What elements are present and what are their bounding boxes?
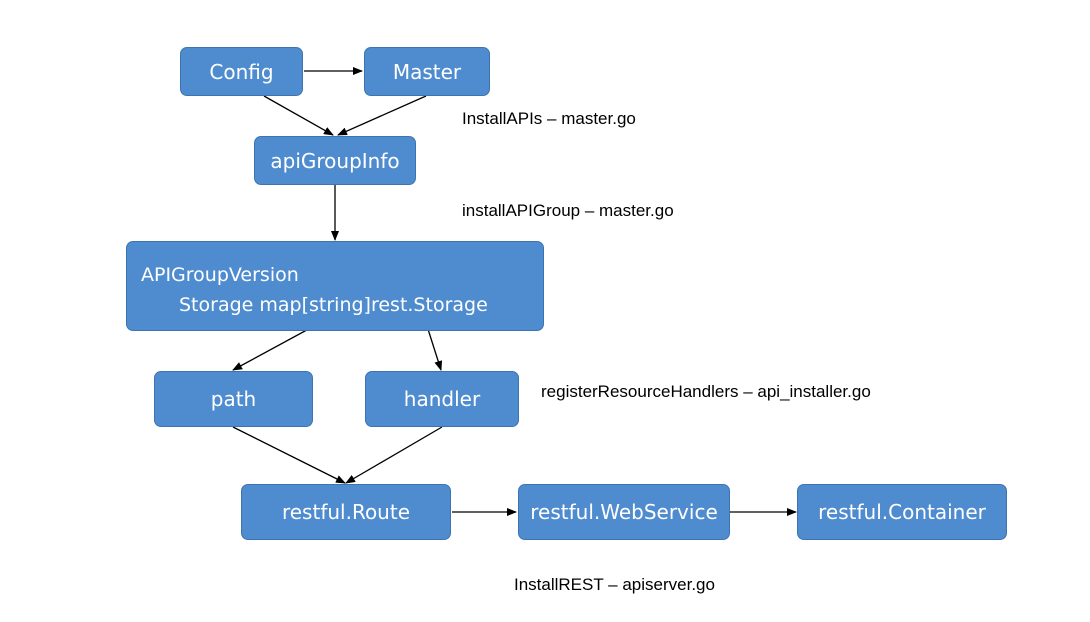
annotation-register-resource-handlers: registerResourceHandlers – api_installer…: [541, 382, 871, 401]
edge-master-to-apigroupinfo: [337, 95, 427, 136]
node-handler: handler: [365, 371, 519, 427]
node-restful-webservice: restful.WebService: [518, 484, 730, 540]
edge-path-to-route: [232, 426, 346, 484]
annotation-install-apis: InstallAPIs – master.go: [462, 109, 636, 128]
edge-handler-to-route: [345, 426, 443, 484]
node-restful-route: restful.Route: [241, 484, 451, 540]
annotation-install-rest: InstallREST – apiserver.go: [514, 575, 715, 594]
node-config: Config: [180, 47, 303, 96]
api-group-version-title: APIGroupVersion: [141, 264, 299, 286]
node-master: Master: [364, 47, 490, 96]
edge-config-to-apigroupinfo: [263, 95, 334, 136]
annotation-install-api-group: installAPIGroup – master.go: [462, 201, 674, 220]
node-path: path: [154, 371, 313, 427]
edge-apigroupversion-to-handler: [426, 325, 443, 371]
node-api-group-version: APIGroupVersion Storage map[string]rest.…: [126, 241, 544, 331]
node-api-group-info: apiGroupInfo: [254, 136, 416, 185]
node-restful-container: restful.Container: [797, 484, 1007, 540]
api-group-version-storage: Storage map[string]rest.Storage: [179, 294, 488, 316]
